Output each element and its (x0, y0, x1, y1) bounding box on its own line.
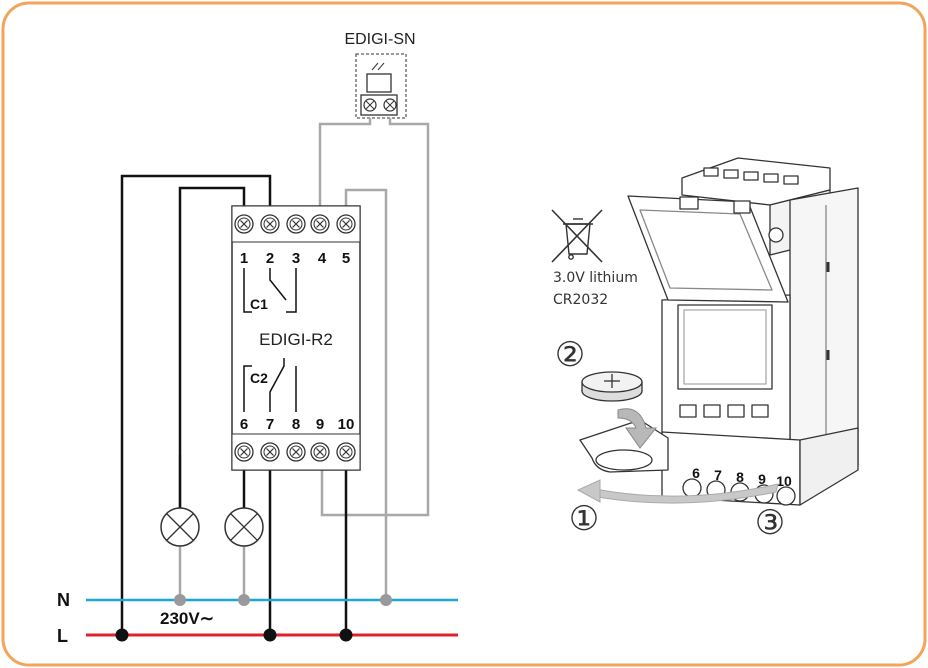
timer-device-illustration (579, 157, 859, 506)
terminal-label: 8 (292, 416, 300, 433)
contact-c2-symbol (243, 358, 297, 412)
sensor-label: EDIGI-SN (344, 31, 415, 48)
contact-c1-symbol (243, 268, 297, 313)
device-terminal-label: 7 (714, 467, 722, 483)
screw-terminal-icon (260, 214, 280, 234)
terminal-label: 9 (316, 416, 324, 433)
terminal-label: 6 (240, 416, 248, 433)
battery-type-line1: 3.0V lithium (553, 270, 638, 286)
terminal-label: 3 (292, 250, 300, 267)
terminal-label: 5 (342, 250, 350, 267)
coin-cell-battery-icon (581, 371, 643, 402)
line-label: L (57, 626, 68, 646)
device-terminal-label: 9 (758, 471, 766, 487)
screw-terminal-icon (310, 214, 330, 234)
contact-c2-label: C2 (250, 370, 268, 386)
step-1-label: ① (569, 499, 599, 539)
insert-arrow-icon (617, 408, 658, 449)
terminal-label: 10 (338, 416, 355, 433)
relay-top-screws (234, 214, 356, 234)
swing-arrow-icon (576, 479, 779, 504)
screw-terminal-icon (286, 214, 306, 234)
device-terminal-label: 6 (692, 465, 700, 481)
voltage-label: 230V∼ (160, 609, 214, 628)
device-terminal-label: 8 (736, 469, 744, 485)
step-2-label: ② (555, 335, 585, 375)
junction-dots (115, 594, 392, 642)
screw-terminal-icon (234, 214, 254, 234)
terminal-label: 1 (240, 250, 248, 267)
screw-terminal-icon (310, 442, 330, 462)
terminal-label: 2 (266, 250, 274, 267)
screw-terminal-icon (336, 442, 356, 462)
sensor-wires (178, 118, 430, 600)
neutral-label: N (57, 590, 70, 610)
lamp-icon (160, 507, 200, 547)
terminal-label: 4 (318, 250, 327, 267)
screw-terminal-icon (336, 214, 356, 234)
device-terminal-label: 10 (776, 473, 792, 489)
sensor-icon (355, 53, 407, 119)
terminal-label: 7 (266, 416, 274, 433)
relay-label: EDIGI-R2 (259, 330, 333, 349)
lamp-icon (224, 507, 264, 547)
step-3-label: ③ (755, 503, 785, 543)
relay-bottom-screws (234, 442, 356, 462)
wheelie-bin-crossed-icon (551, 209, 603, 263)
contact-c1-label: C1 (250, 296, 268, 312)
screw-terminal-icon (234, 442, 254, 462)
screw-terminal-icon (286, 442, 306, 462)
battery-type-line2: CR2032 (553, 292, 608, 308)
screw-terminal-icon (260, 442, 280, 462)
